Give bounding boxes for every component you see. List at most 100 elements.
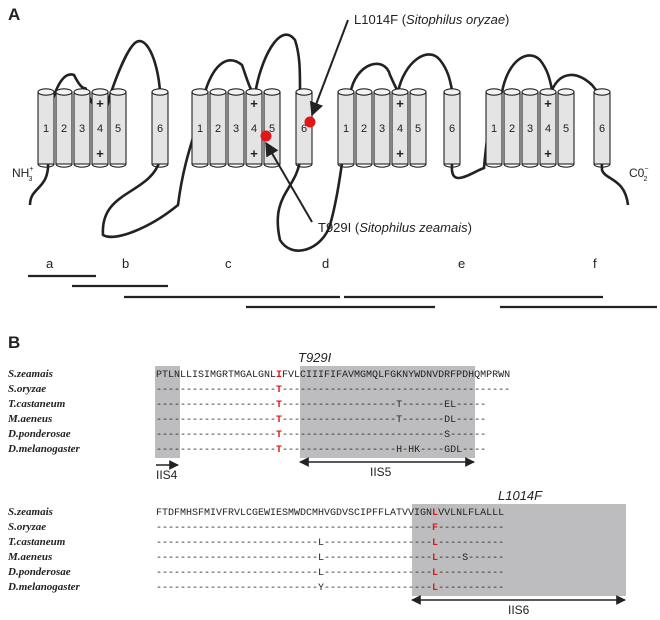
fragment-label-c: c (225, 256, 232, 271)
domain-3-segment-6-number: 6 (449, 123, 455, 135)
l1014f-block-title: L1014F (498, 488, 543, 503)
iis5-label: IIS5 (370, 465, 392, 479)
domain-2-segment-2-number: 2 (215, 123, 221, 135)
block2-species-4: D.ponderosae (7, 566, 71, 578)
iis6-label: IIS6 (508, 603, 530, 617)
domain-2-segment-2: 2 (209, 88, 227, 168)
domain-4-segment-2: 2 (503, 88, 521, 168)
t929i-callout-arrow (265, 141, 313, 223)
domain-2-s4-charge-bottom: + (250, 146, 258, 161)
block2-mutation-residue-3: L (432, 553, 438, 564)
domain-2-segment-3: 3 (227, 88, 245, 168)
domain-1-segment-4: 4 + + (91, 88, 109, 168)
domain-3-segment-3: 3 (373, 88, 391, 168)
block1-species-4: D.ponderosae (7, 428, 71, 440)
fragment-label-f: f (593, 256, 597, 271)
block1-mutation-residue-4: T (276, 430, 282, 441)
t929i-block-title: T929I (298, 350, 332, 365)
block2-species-1: S.oryzae (8, 521, 46, 533)
block1-sequence-0: PTLNLLISIMGRTMGALGNLIFVLCIIIFIFAVMGMQLFG… (156, 370, 510, 381)
domain-4-segment-1-number: 1 (491, 123, 497, 135)
domain-4-segment-2-number: 2 (509, 123, 515, 135)
domain-3-segment-2-number: 2 (361, 123, 367, 135)
domain-4-segment-4: 4 + + (539, 88, 557, 168)
block2-species-5: D.melanogaster (7, 581, 81, 593)
domain-3-s4-charge-bottom: + (396, 146, 404, 161)
block2-sequence-4: ---------------------------L------------… (156, 568, 504, 579)
domain-2-segment-4-number: 4 (251, 123, 257, 135)
fragment-label-b: b (122, 256, 129, 271)
domain-1-segment-5: 5 (109, 88, 127, 168)
domain-3-segment-3-number: 3 (379, 123, 385, 135)
domain-3-segment-5: 5 (409, 88, 427, 168)
block2-mutation-residue-2: L (432, 538, 438, 549)
domain-2-segment-4: 4 + + (245, 88, 263, 168)
domain-1-segment-2: 2 (55, 88, 73, 168)
block1-mutation-residue-5: T (276, 445, 282, 456)
domain-4-segment-5: 5 (557, 88, 575, 168)
domain-3-segment-1: 1 (337, 88, 355, 168)
block2-sequence-0: FTDFMHSFMIVFRVLCGEWIESMWDCMHVGDVSCIPFFLA… (156, 508, 504, 519)
domain-3-s4-charge-top: + (396, 96, 404, 111)
l1014f-callout-arrow (309, 19, 349, 117)
block1-species-3: M.aeneus (7, 413, 52, 425)
fragment-label-d: d (322, 256, 329, 271)
domain-3-segment-2: 2 (355, 88, 373, 168)
domain-2-segment-1: 1 (191, 88, 209, 168)
block2-mutation-residue-4: L (432, 568, 438, 579)
domain-4-segment-5-number: 5 (563, 123, 569, 135)
domain-1-segment-3-number: 3 (79, 123, 85, 135)
domain-4-s4-charge-top: + (544, 96, 552, 111)
alignment-block-l1014f: S.zeamais FTDFMHSFMIVFRVLCGEWIESMWDCMHVGD… (7, 506, 504, 594)
block1-species-0: S.zeamais (8, 368, 53, 380)
n-terminus-label: NH+3 (12, 166, 33, 183)
domain-4-segment-6-number: 6 (599, 123, 605, 135)
block2-mutation-residue-0: L (432, 508, 438, 519)
block2-sequence-1: ----------------------------------------… (156, 523, 504, 534)
l1014f-callout-label: L1014F (Sitophilus oryzae) (354, 12, 509, 27)
domain-1-segment-4-number: 4 (97, 123, 103, 135)
c-terminus-label: C0−2 (629, 166, 648, 183)
block1-sequence-1: --------------------T-------------------… (156, 385, 510, 396)
block1-mutation-residue-1: T (276, 385, 282, 396)
block1-sequence-2: --------------------T-------------------… (156, 400, 486, 411)
block1-mutation-residue-2: T (276, 400, 282, 411)
domain-4-segment-6: 6 (593, 88, 611, 168)
iis4-highlight (155, 366, 180, 458)
t929i-callout-label: T929I (Sitophilus zeamais) (318, 220, 472, 235)
domain-1-segment-5-number: 5 (115, 123, 121, 135)
domain-1-s4-charge-bottom: + (96, 146, 104, 161)
fragment-label-a: a (46, 256, 54, 271)
l1014f-mutation-dot (304, 116, 316, 128)
domain-4-segment-3: 3 (521, 88, 539, 168)
iis6-highlight (412, 504, 626, 596)
domain-2-s4-charge-top: + (250, 96, 258, 111)
block1-sequence-4: --------------------T-------------------… (156, 430, 486, 441)
domain-3-segment-1-number: 1 (343, 123, 349, 135)
domain-1-segment-6-number: 6 (157, 123, 163, 135)
panel-a-label: A (8, 5, 20, 24)
domain-3-segment-5-number: 5 (415, 123, 421, 135)
fragment-label-e: e (458, 256, 465, 271)
block1-sequence-3: --------------------T-------------------… (156, 415, 486, 426)
block2-mutation-residue-1: F (432, 523, 438, 534)
domain-4-segment-3-number: 3 (527, 123, 533, 135)
block2-sequence-2: ---------------------------L------------… (156, 538, 504, 549)
domain-2-segment-5-number: 5 (269, 123, 275, 135)
iis5-highlight (300, 366, 475, 458)
block2-mutation-residue-5: L (432, 583, 438, 594)
panel-b-label: B (8, 333, 20, 352)
domain-1-segment-1-number: 1 (43, 123, 49, 135)
block2-species-0: S.zeamais (8, 506, 53, 518)
block2-sequence-3: ---------------------------L------------… (156, 553, 504, 564)
domain-4-segment-4-number: 4 (545, 123, 551, 135)
domain-3-segment-4-number: 4 (397, 123, 403, 135)
domain-2-segment-5: 5 (263, 88, 281, 168)
domain-1-segment-1: 1 (37, 88, 55, 168)
iis4-label: IIS4 (156, 468, 178, 482)
domain-4-s4-charge-bottom: + (544, 146, 552, 161)
domain-1-s4-charge-top: + (96, 96, 104, 111)
domain-1-segment-6: 6 (151, 88, 169, 168)
block2-species-3: M.aeneus (7, 551, 52, 563)
